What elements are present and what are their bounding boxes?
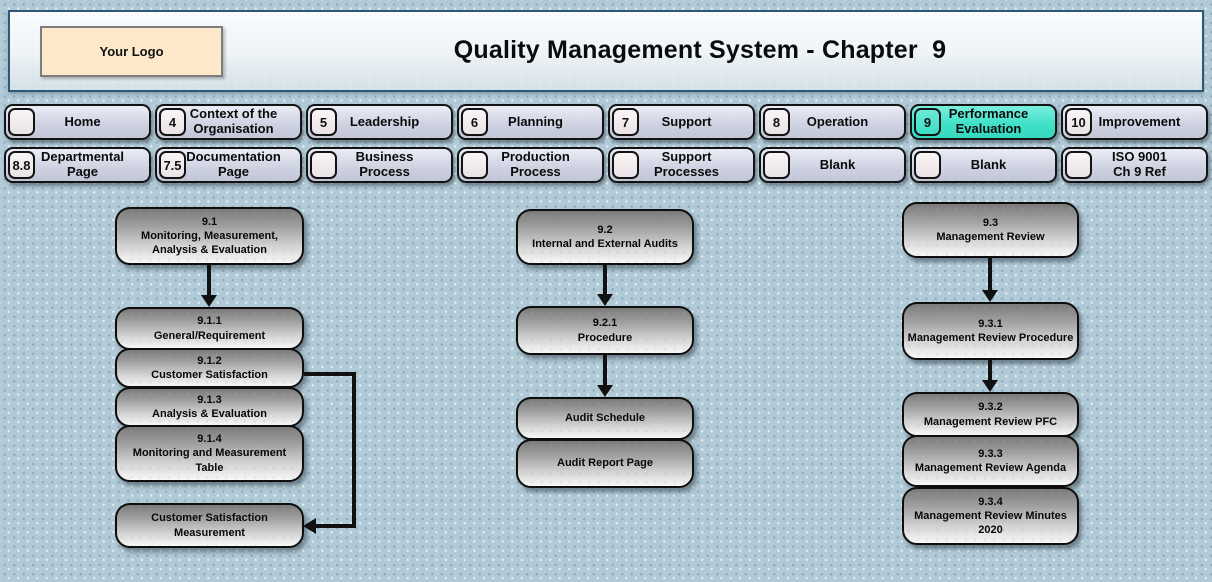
nav-operation-badge: 8 — [763, 108, 790, 136]
nav-support-label: Support — [661, 113, 712, 129]
nav-documentation-page[interactable]: 7.5 Documentation Page — [155, 147, 302, 183]
nav-performance-evaluation-badge: 9 — [914, 108, 941, 136]
flow-box-9-3-1[interactable]: 9.3.1 Management Review Procedure — [902, 302, 1079, 360]
flow-box-9-1-1[interactable]: 9.1.1 General/Requirement — [115, 307, 304, 350]
nav-support-badge: 7 — [612, 108, 639, 136]
nav-home-label: Home — [64, 113, 101, 129]
flow-box-9-3-2[interactable]: 9.3.2 Management Review PFC — [902, 392, 1079, 437]
nav-context-label: Context of the Organisation — [189, 106, 278, 136]
nav-business-process-badge — [310, 151, 337, 179]
nav-blank-1-badge — [763, 151, 790, 179]
nav-blank-2-label: Blank — [970, 156, 1007, 172]
nav-iso-9001-ch9-ref[interactable]: ISO 9001 Ch 9 Ref — [1061, 147, 1208, 183]
nav-support-processes-label: Support Processes — [653, 149, 720, 179]
nav-departmental-page-label: Departmental Page — [40, 149, 125, 179]
flow-box-audit-report-page[interactable]: Audit Report Page — [516, 439, 694, 488]
nav-production-process-badge — [461, 151, 488, 179]
down-arrow-shaft — [603, 265, 607, 295]
down-arrow-shaft — [988, 360, 992, 381]
nav-blank-1-label: Blank — [819, 156, 856, 172]
nav-planning-badge: 6 — [461, 108, 488, 136]
flow-box-9-3[interactable]: 9.3 Management Review — [902, 202, 1079, 258]
left-arrow-head — [303, 518, 316, 534]
nav-iso-9001-ch9-ref-badge — [1065, 151, 1092, 179]
nav-support-processes-badge — [612, 151, 639, 179]
nav-support[interactable]: 7 Support — [608, 104, 755, 140]
down-arrow-head — [201, 295, 217, 307]
logo-placeholder: Your Logo — [40, 26, 223, 77]
nav-context-badge: 4 — [159, 108, 186, 136]
nav-performance-evaluation[interactable]: 9 Performance Evaluation — [910, 104, 1057, 140]
nav-blank-1[interactable]: Blank — [759, 147, 906, 183]
flow-box-9-1-4[interactable]: 9.1.4 Monitoring and Measurement Table — [115, 425, 304, 482]
nav-planning[interactable]: 6 Planning — [457, 104, 604, 140]
connector-segment — [314, 524, 356, 528]
nav-planning-label: Planning — [508, 113, 563, 129]
flow-box-9-2-1[interactable]: 9.2.1 Procedure — [516, 306, 694, 355]
nav-documentation-page-badge: 7.5 — [159, 151, 186, 179]
nav-departmental-page-badge: 8.8 — [8, 151, 35, 179]
down-arrow-head — [597, 385, 613, 397]
nav-context-of-the-organisation[interactable]: 4 Context of the Organisation — [155, 104, 302, 140]
nav-blank-2-badge — [914, 151, 941, 179]
flow-box-9-1[interactable]: 9.1 Monitoring, Measurement, Analysis & … — [115, 207, 304, 265]
nav-leadership-badge: 5 — [310, 108, 337, 136]
connector-segment — [352, 372, 356, 528]
nav-performance-evaluation-label: Performance Evaluation — [948, 106, 1029, 136]
header-banner: Your Logo Quality Management System - Ch… — [8, 10, 1204, 92]
flow-box-customer-satisfaction-measurement[interactable]: Customer Satisfaction Measurement — [115, 503, 304, 548]
nav-home-badge — [8, 108, 35, 136]
flow-box-9-2[interactable]: 9.2 Internal and External Audits — [516, 209, 694, 265]
flow-box-audit-schedule[interactable]: Audit Schedule — [516, 397, 694, 440]
nav-operation-label: Operation — [806, 113, 869, 129]
nav-departmental-page[interactable]: 8.8 Departmental Page — [4, 147, 151, 183]
down-arrow-shaft — [207, 265, 211, 296]
nav-business-process[interactable]: Business Process — [306, 147, 453, 183]
nav-production-process-label: Production Process — [501, 149, 570, 179]
nav-production-process[interactable]: Production Process — [457, 147, 604, 183]
nav-leadership-label: Leadership — [349, 113, 420, 129]
nav-support-processes[interactable]: Support Processes — [608, 147, 755, 183]
down-arrow-head — [982, 290, 998, 302]
nav-improvement-label: Improvement — [1098, 113, 1181, 129]
nav-operation[interactable]: 8 Operation — [759, 104, 906, 140]
down-arrow-shaft — [603, 355, 607, 386]
down-arrow-head — [982, 380, 998, 392]
flow-box-9-1-3[interactable]: 9.1.3 Analysis & Evaluation — [115, 387, 304, 427]
nav-business-process-label: Business Process — [355, 149, 414, 179]
flow-box-9-1-2[interactable]: 9.1.2 Customer Satisfaction — [115, 348, 304, 388]
nav-blank-2[interactable]: Blank — [910, 147, 1057, 183]
flow-box-9-3-3[interactable]: 9.3.3 Management Review Agenda — [902, 435, 1079, 487]
nav-documentation-page-label: Documentation Page — [186, 149, 281, 179]
nav-improvement-badge: 10 — [1065, 108, 1092, 136]
connector-segment — [304, 372, 356, 376]
nav-iso-9001-ch9-ref-label: ISO 9001 Ch 9 Ref — [1112, 149, 1167, 179]
flow-box-9-3-4[interactable]: 9.3.4 Management Review Minutes 2020 — [902, 487, 1079, 545]
nav-home[interactable]: Home — [4, 104, 151, 140]
page-title: Quality Management System - Chapter 9 — [453, 36, 947, 64]
nav-improvement[interactable]: 10 Improvement — [1061, 104, 1208, 140]
down-arrow-head — [597, 294, 613, 306]
down-arrow-shaft — [988, 258, 992, 291]
nav-leadership[interactable]: 5 Leadership — [306, 104, 453, 140]
logo-text: Your Logo — [99, 44, 164, 59]
